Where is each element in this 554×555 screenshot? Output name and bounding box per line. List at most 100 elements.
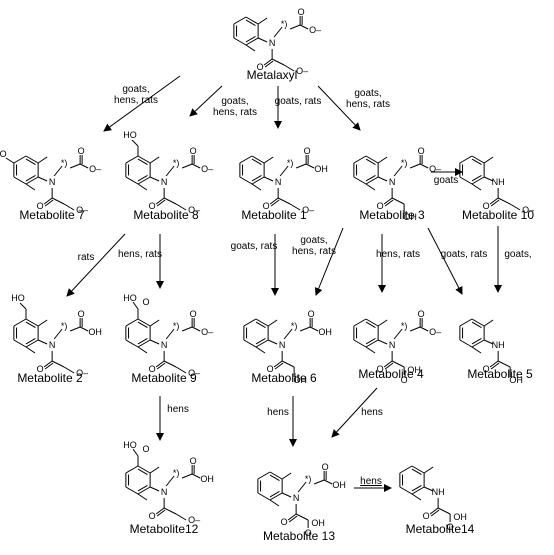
bond [263, 176, 274, 182]
bond [269, 499, 280, 507]
oxygen-label: O [37, 364, 44, 374]
bond [365, 155, 379, 164]
bond [25, 338, 36, 345]
nitrogen-label: N [161, 177, 168, 187]
oxygen-label: O [418, 146, 425, 156]
bond [323, 479, 333, 485]
bond [489, 360, 499, 368]
bond [313, 479, 325, 485]
label-m8-to-m2: rats [78, 252, 95, 263]
bond [489, 197, 499, 205]
arrow-label-text: goats, rats [441, 249, 488, 260]
bond [309, 326, 319, 332]
methoxy-label: O– [522, 205, 534, 215]
label-m3-to-m5: goats, rats [441, 249, 488, 260]
bond [255, 318, 269, 327]
bond [423, 466, 434, 474]
bond [25, 318, 39, 327]
nitrogen-label: N [279, 340, 286, 350]
oxygen-label: O [447, 522, 454, 532]
label-m4-to-m13: hens [361, 407, 383, 418]
oxygen-label: O [142, 444, 149, 454]
bond [63, 203, 75, 211]
methoxy-label: O– [76, 205, 88, 215]
bond [273, 26, 283, 38]
bond [384, 362, 394, 370]
oxygen-label: O [190, 456, 197, 466]
bond [37, 339, 48, 345]
bond [137, 158, 148, 165]
oxygen-label: O [149, 511, 156, 521]
oxygen-label: O [281, 517, 288, 527]
bond [257, 492, 271, 501]
bond [181, 163, 193, 169]
bond [155, 197, 165, 205]
bond [25, 158, 36, 165]
bond [299, 24, 309, 30]
label-metalaxyl: Metalaxyl [247, 68, 298, 82]
hydroxyl-label: OH [293, 375, 307, 385]
bond [125, 339, 139, 348]
oxygen-label: O [267, 364, 274, 374]
label-m3-to-m6-right: goats,hens, rats [292, 235, 336, 257]
bond [149, 319, 160, 327]
bond [483, 176, 494, 182]
bond [239, 176, 253, 185]
bond [429, 507, 439, 515]
arrow-label-text: rats [78, 252, 95, 263]
bond [13, 155, 27, 164]
bond [165, 165, 175, 177]
bond [353, 318, 367, 327]
label-metabolite-10: Metabolite 10 [462, 208, 534, 222]
label-metabolite-9: Metabolite 9 [131, 371, 197, 385]
nitrogen-label: NH [492, 177, 505, 187]
bond [459, 155, 473, 164]
chiral-marker: *) [281, 19, 288, 29]
bond [419, 163, 429, 169]
hydroxyl-label: HO [123, 293, 137, 303]
methoxy-label: O– [302, 205, 314, 215]
bond [365, 338, 376, 345]
bond [245, 36, 256, 43]
nitrogen-label: N [161, 340, 168, 350]
label-m3-to-m10: goats [434, 175, 458, 186]
oxygen-label: O [305, 528, 312, 538]
bond [191, 326, 201, 332]
chiral-marker: *) [401, 321, 408, 331]
arrow-m8-to-m2 [66, 233, 126, 297]
label-metabolite-14: Metabolite14 [406, 522, 475, 536]
bond [353, 176, 367, 185]
bond [245, 16, 259, 25]
bond [384, 199, 394, 207]
bond [149, 466, 160, 474]
arrow-metalaxyl-to-m8 [189, 85, 223, 117]
arrow-m3-to-m6-right [314, 227, 344, 296]
bond [149, 339, 160, 345]
chiral-marker: *) [401, 158, 408, 168]
label-m10-to-m5: goats, [504, 249, 531, 260]
nitrogen-label: N [49, 340, 56, 350]
hydroxyl-label: HO [11, 293, 25, 303]
bond [353, 339, 367, 348]
oxygen-label: O [149, 201, 156, 211]
bond [279, 165, 289, 177]
methoxy-label: O– [76, 368, 88, 378]
bond [137, 321, 148, 328]
bond [149, 156, 160, 164]
bond [383, 197, 393, 205]
label-m6-to-m13: hens [267, 407, 289, 418]
bond [13, 339, 27, 348]
bond [459, 318, 473, 327]
label-metalaxyl-to-m8: goats,hens, rats [213, 96, 257, 118]
methoxy-label: O– [188, 368, 200, 378]
label-metalaxyl-to-m7: goats,hens, rats [114, 84, 158, 106]
methoxy-label: O– [188, 515, 200, 525]
oxygen-label: O [322, 462, 329, 472]
